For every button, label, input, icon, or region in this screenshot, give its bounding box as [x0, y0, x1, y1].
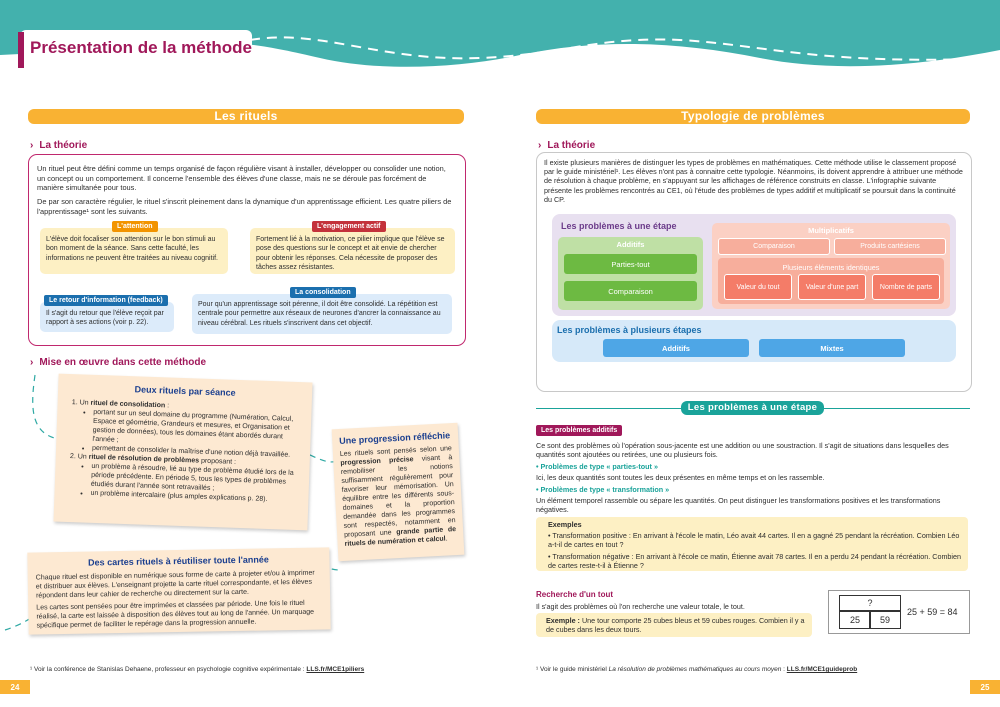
examples-title: Exemples	[548, 520, 582, 529]
footnote-right-text: ¹ Voir le guide ministériel	[536, 666, 609, 673]
footnote-right-italic: La résolution de problèmes mathématiques…	[608, 666, 782, 673]
footnote-left-text: ¹ Voir la conférence de Stanislas Dehaen…	[30, 666, 307, 673]
one-step-title: Les problèmes à une étape	[561, 221, 677, 231]
tout-example: Exemple : Une tour comporte 25 cubes ble…	[546, 616, 808, 634]
footnote-right: ¹ Voir le guide ministériel La résolutio…	[536, 666, 857, 673]
note-cards-title: Des cartes rituels à réutiliser toute l'…	[88, 554, 269, 568]
chevron-right-icon: ›	[30, 357, 34, 368]
note-two-rituals-item-1: Un rituel de consolidation : portant sur…	[78, 398, 304, 460]
chevron-right-icon: ›	[538, 140, 542, 151]
transformation-title: • Problèmes de type « transformation »	[536, 485, 670, 494]
pillar-retour-tag: Le retour d'information (feedback)	[44, 295, 168, 306]
method-heading: › Mise en œuvre dans cette méthode	[30, 357, 206, 368]
note-cards-p1: Chaque rituel est disponible en numériqu…	[35, 569, 315, 600]
multi-comparaison: Comparaison	[718, 238, 830, 255]
np-text-c: .	[445, 535, 448, 543]
bar-model-left: 25	[839, 611, 871, 629]
typology-intro: Il existe plusieurs manières de distingu…	[544, 158, 963, 204]
pillar-engagement	[250, 228, 455, 274]
rituals-intro-1: Un rituel peut être défini comme un temp…	[37, 164, 446, 193]
rituals-intro-2: De par son caractère régulier, le rituel…	[37, 197, 452, 216]
additifs-parties-tout: Parties-tout	[564, 254, 697, 274]
multi-produits-cartesiens: Produits cartésiens	[834, 238, 946, 255]
multi-nombre-parts: Nombre de parts	[872, 274, 940, 300]
note-progression: Une progression réfléchie Les rituels so…	[331, 422, 465, 562]
page-title: Présentation de la méthode	[30, 38, 252, 57]
additifs-comparaison: Comparaison	[564, 281, 697, 301]
theory-heading-left: › La théorie	[30, 140, 87, 151]
parties-tout-title: • Problèmes de type « parties-tout »	[536, 462, 658, 471]
item2-tail: proposant :	[198, 457, 237, 466]
additifs-intro: Ce sont des problèmes où l'opération sou…	[536, 441, 949, 460]
multi-group-title: Plusieurs éléments identiques	[782, 263, 880, 272]
one-step-pill: Les problèmes à une étape	[681, 401, 824, 415]
note-two-rituals: Deux rituels par séance Un rituel de con…	[53, 373, 313, 531]
pillar-retour	[40, 302, 174, 332]
example-1-text: Transformation positive : En arrivant à …	[548, 531, 960, 550]
example-2-text: Transformation négative : En arrivant à …	[548, 552, 962, 571]
tout-example-box	[536, 613, 812, 637]
page-number-left: 24	[0, 680, 30, 694]
pillar-attention	[40, 228, 228, 274]
item1-tail: :	[165, 402, 170, 410]
header-wave	[0, 0, 1000, 68]
chevron-right-icon: ›	[30, 140, 34, 151]
method-heading-label: Mise en œuvre dans cette méthode	[39, 357, 207, 368]
parties-tout-text: Ici, les deux quantités sont toutes les …	[536, 473, 825, 482]
tout-example-text: Une tour comporte 25 cubes bleus et 59 c…	[546, 616, 805, 635]
note-cards-p2: Les cartes sont pensées pour être imprim…	[36, 599, 315, 630]
footnote-left-link[interactable]: LLS.fr/MCE1piliers	[306, 666, 365, 673]
section-pill-rituels: Les rituels	[28, 109, 464, 124]
page-number-right: 25	[970, 680, 1000, 694]
note-two-rituals-item-2: Un rituel de résolution de problèmes pro…	[76, 452, 301, 505]
footnote-left: ¹ Voir la conférence de Stanislas Dehaen…	[30, 666, 364, 673]
bar-model-right: 59	[869, 611, 901, 629]
theory-heading-right-label: La théorie	[547, 140, 596, 151]
transformation-text: Un élément temporel rassemble ou sépare …	[536, 496, 941, 515]
note-two-rituals-title: Deux rituels par séance	[134, 384, 236, 398]
multiplicatifs-title: Multiplicatifs	[808, 226, 854, 235]
theory-frame-left	[28, 154, 466, 346]
tout-title: Recherche d'un tout	[536, 590, 614, 599]
additifs-title: Additifs	[616, 240, 645, 249]
multi-step-mixtes: Mixtes	[759, 339, 905, 357]
item2-lead: Un	[77, 453, 87, 461]
multi-step-additifs: Additifs	[603, 339, 749, 357]
item1-lead: Un	[79, 399, 89, 407]
theory-frame-right	[536, 152, 972, 392]
pillar-attention-tag: L'attention	[112, 221, 158, 232]
note-cards: Des cartes rituels à réutiliser toute l'…	[27, 547, 331, 635]
multi-step-title: Les problèmes à plusieurs étapes	[557, 325, 702, 335]
example-1: • Transformation positive : En arrivant …	[548, 531, 960, 550]
section-pill-typologie: Typologie de problèmes	[536, 109, 970, 124]
pillar-attention-text: L'élève doit focaliser son attention sur…	[46, 236, 218, 262]
bar-model-top: ?	[839, 595, 901, 611]
examples-box	[536, 517, 968, 571]
pillar-engagement-tag: L'engagement actif	[312, 221, 386, 232]
pillar-engagement-text: Fortement lié à la motivation, ce pilier…	[256, 236, 445, 272]
footnote-right-sep: :	[781, 666, 787, 673]
theory-heading-right: › La théorie	[538, 140, 595, 151]
example-2: • Transformation négative : En arrivant …	[548, 552, 962, 571]
multi-valeur-part: Valeur d'une part	[798, 274, 866, 300]
footnote-right-link[interactable]: LLS.fr/MCE1guideprob	[786, 666, 858, 673]
additifs-tag: Les problèmes additifs	[536, 425, 623, 436]
note-progression-text: Les rituels sont pensés selon une progre…	[340, 444, 457, 549]
bar-model-equation: 25 + 59 = 84	[907, 607, 958, 617]
tout-text: Il s'agit des problèmes où l'on recherch…	[536, 602, 745, 611]
pillar-retour-text: Il s'agit du retour que l'élève reçoit p…	[46, 310, 164, 327]
pillar-consolidation-text: Pour qu'un apprentissage soit pérenne, i…	[198, 301, 441, 327]
pillar-consolidation	[192, 294, 452, 334]
theory-heading-left-label: La théorie	[39, 140, 88, 151]
tout-example-label: Exemple :	[546, 616, 580, 625]
note-progression-title: Une progression réfléchie	[338, 430, 451, 446]
multi-valeur-tout: Valeur du tout	[724, 274, 792, 300]
pillar-consolidation-tag: La consolidation	[290, 287, 356, 298]
bar-model-frame	[828, 590, 970, 634]
